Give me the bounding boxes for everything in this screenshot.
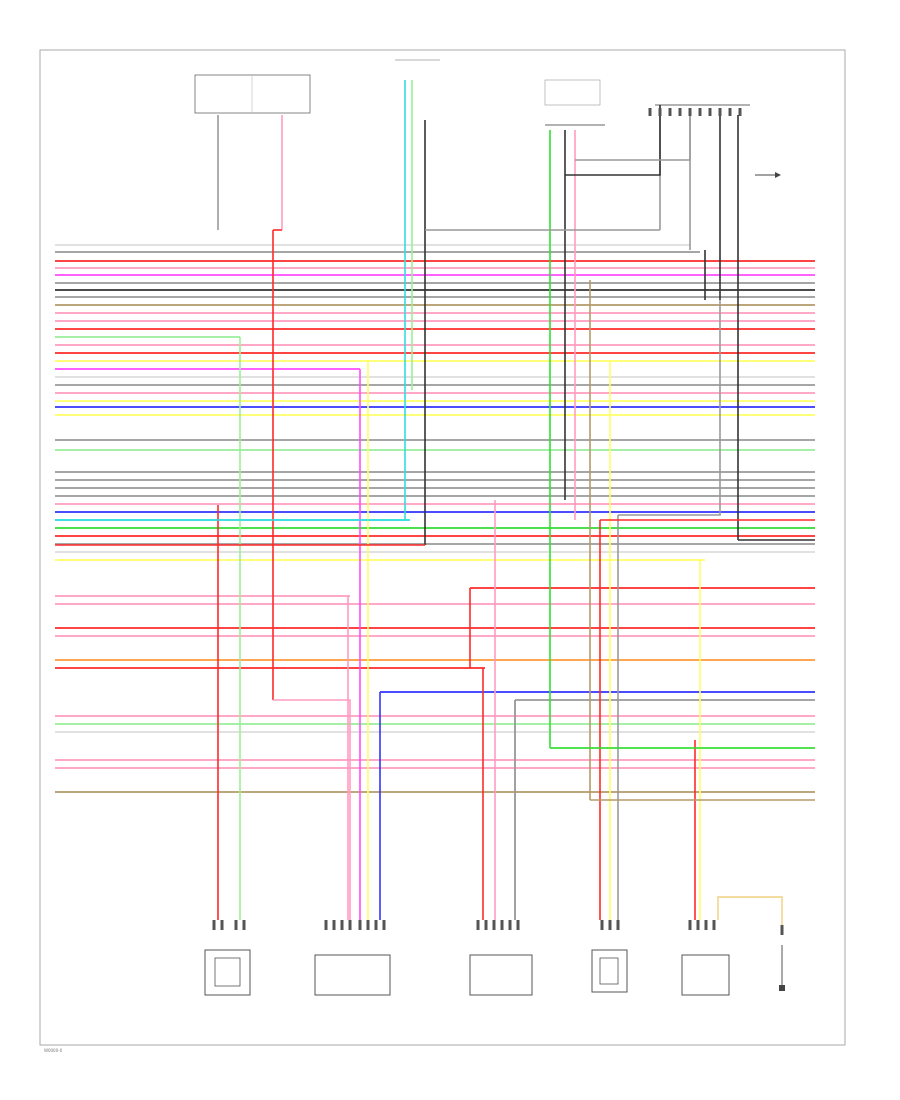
connector-pin [704, 920, 708, 930]
connector-pin [648, 108, 652, 116]
fuse-box-left [194, 74, 311, 114]
connector-pin [668, 108, 672, 116]
connector-pin [728, 108, 732, 116]
connector-pin [678, 108, 682, 116]
arrow-right-icon [755, 172, 781, 178]
wire-bend [273, 699, 351, 920]
connector-pin [708, 108, 712, 116]
connector-pin [698, 108, 702, 116]
ground-wire [717, 896, 783, 925]
connector-pin [340, 920, 344, 930]
connector-pin [242, 920, 246, 930]
wire-bend [575, 115, 691, 161]
connector-pin [516, 920, 520, 930]
wire-bend [618, 300, 721, 516]
component-2 [314, 954, 391, 996]
connector-pin [374, 920, 378, 930]
diagram-frame [39, 49, 846, 1046]
connector-pin [476, 920, 480, 930]
horizontal-wires [55, 244, 815, 793]
connector-pin [600, 920, 604, 930]
connector-pin [332, 920, 336, 930]
connector-pin [212, 920, 216, 930]
connector-pin [358, 920, 362, 930]
connector-pin [688, 920, 692, 930]
connector-pin [616, 920, 620, 930]
connector-pin [500, 920, 504, 930]
connector-pin [780, 925, 784, 935]
connector-pin [492, 920, 496, 930]
component-4 [591, 949, 628, 993]
wire-bend [565, 105, 661, 176]
connector-pin [688, 108, 692, 116]
connector-pin [696, 920, 700, 930]
connector-pin [718, 108, 722, 116]
footer-code: W0000-0 [44, 1048, 63, 1053]
connector-pin [382, 920, 386, 930]
connector-pin [348, 920, 352, 930]
connector-pin [738, 108, 742, 116]
connector-pin [712, 920, 716, 930]
component-5 [681, 954, 730, 996]
component-1 [204, 949, 251, 996]
component-3 [469, 954, 533, 996]
connector-pin [658, 108, 662, 116]
connector-pin [234, 920, 238, 930]
connector-pin [324, 920, 328, 930]
top-right-connector [544, 79, 750, 126]
connector-pin [608, 920, 612, 930]
connector-pin [484, 920, 488, 930]
connector-pin [366, 920, 370, 930]
connector-pin [220, 920, 224, 930]
connector-pin [508, 920, 512, 930]
ground-symbol [779, 945, 785, 991]
vertical-wires [55, 80, 815, 935]
